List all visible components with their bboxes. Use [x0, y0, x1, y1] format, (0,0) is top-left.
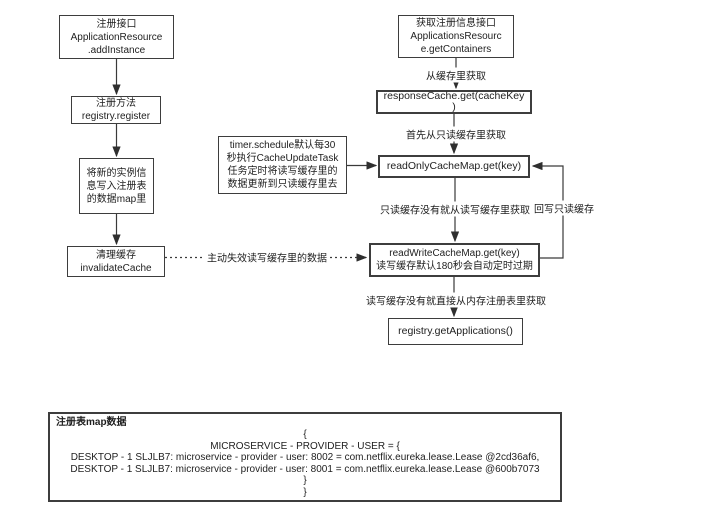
- get-applications-box: registry.getApplications(): [388, 318, 523, 345]
- registry-map-title: 注册表map数据: [56, 417, 127, 428]
- label-write-back: 回写只读缓存: [532, 200, 596, 216]
- label-from-cache: 从缓存里获取: [424, 67, 488, 83]
- registry-map-panel: 注册表map数据 { MICROSERVICE - PROVIDER - USE…: [48, 412, 562, 502]
- read-only-cache-box: readOnlyCacheMap.get(key): [378, 155, 530, 178]
- label-read-write-miss: 读写缓存没有就直接从内存注册表里获取: [364, 292, 548, 308]
- register-method-box: 注册方法 registry.register: [71, 96, 161, 124]
- get-registry-api-box: 获取注册信息接口 ApplicationsResourc e.getContai…: [398, 15, 514, 58]
- response-cache-box: responseCache.get(cacheKey ): [376, 90, 532, 114]
- invalidate-cache-box: 清理缓存 invalidateCache: [67, 246, 165, 277]
- label-first-read-only: 首先从只读缓存里获取: [404, 126, 508, 142]
- read-write-cache-box: readWriteCacheMap.get(key) 读写缓存默认180秒会自动…: [369, 243, 540, 277]
- label-invalidate: 主动失效读写缓存里的数据: [205, 249, 329, 265]
- write-registry-box: 将新的实例信 息写入注册表 的数据map里: [79, 158, 154, 214]
- registry-map-content: { MICROSERVICE - PROVIDER - USER = { DES…: [70, 429, 540, 498]
- timer-task-box: timer.schedule默认每30 秒执行CacheUpdateTask 任…: [218, 136, 347, 194]
- register-api-box: 注册接口 ApplicationResource .addInstance: [59, 15, 174, 59]
- label-read-only-miss: 只读缓存没有就从读写缓存里获取: [378, 201, 532, 217]
